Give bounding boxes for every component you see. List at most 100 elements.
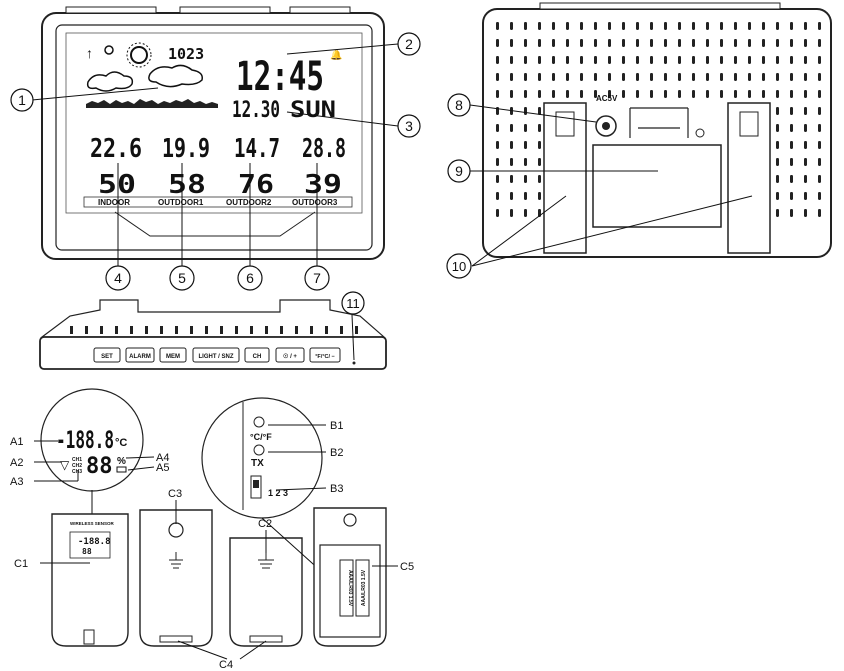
bottom-slot: [265, 326, 268, 334]
vent-hole: [734, 73, 737, 81]
button-ch[interactable]: CH: [244, 347, 270, 363]
callout-8: [447, 93, 471, 117]
vent-hole: [496, 175, 499, 183]
vent-hole: [636, 56, 639, 64]
vent-hole: [804, 39, 807, 47]
bottom-slot: [130, 326, 133, 334]
vent-hole: [552, 39, 555, 47]
vent-hole: [818, 124, 821, 132]
zone-hum: 76: [238, 170, 274, 200]
weekday-display: SUN: [290, 98, 336, 123]
vent-hole: [664, 22, 667, 30]
vent-hole: [524, 124, 527, 132]
vent-hole: [818, 39, 821, 47]
vent-hole: [538, 175, 541, 183]
zone-hum: 58: [168, 170, 206, 200]
vent-hole: [650, 22, 653, 30]
button-plus[interactable]: ☉ / +: [275, 347, 305, 363]
vent-hole: [776, 73, 779, 81]
svg-text:10: 10: [452, 259, 466, 274]
unit-button[interactable]: [253, 416, 265, 428]
zone-label-indoor: INDOOR: [98, 198, 130, 207]
vent-hole: [538, 192, 541, 200]
vent-hole: [496, 158, 499, 166]
vent-hole: [776, 90, 779, 98]
svg-text:°F/°C/ −: °F/°C/ −: [315, 354, 335, 360]
cloud-icon: [148, 64, 204, 88]
vent-hole: [664, 73, 667, 81]
button-alarm[interactable]: ALARM: [125, 347, 155, 363]
vent-hole: [748, 90, 751, 98]
vent-hole: [496, 39, 499, 47]
pressure-value: 1023: [168, 45, 204, 63]
vent-hole: [790, 90, 793, 98]
vent-hole: [538, 22, 541, 30]
vent-hole: [790, 107, 793, 115]
vent-hole: [734, 56, 737, 64]
vent-hole: [510, 90, 513, 98]
callout-9: [447, 159, 471, 183]
vent-hole: [804, 124, 807, 132]
vent-hole: [496, 22, 499, 30]
vent-hole: [538, 56, 541, 64]
vent-hole: [580, 90, 583, 98]
button-light-snz[interactable]: LIGHT / SNZ: [192, 347, 240, 363]
bottom-slot: [250, 326, 253, 334]
time-display: 12:45: [236, 54, 324, 100]
vent-hole: [706, 39, 709, 47]
snow-icon: [104, 45, 114, 55]
button-unit-minus[interactable]: °F/°C/ −: [309, 347, 341, 363]
vent-hole: [664, 56, 667, 64]
stand-right: [727, 102, 771, 254]
svg-text:CH2: CH2: [72, 463, 82, 469]
vent-hole: [818, 158, 821, 166]
vent-hole: [678, 39, 681, 47]
vent-hole: [790, 175, 793, 183]
bottom-slot: [145, 326, 148, 334]
vent-hole: [580, 73, 583, 81]
svg-text:1: 1: [18, 92, 26, 108]
svg-text:%: %: [117, 456, 126, 467]
callout-5: [169, 265, 195, 291]
tx-button[interactable]: [253, 444, 265, 456]
vent-hole: [580, 56, 583, 64]
svg-text:SET: SET: [101, 354, 113, 360]
bottom-slot: [340, 326, 343, 334]
callout-7: [304, 265, 330, 291]
vent-hole: [552, 73, 555, 81]
vent-hole: [720, 90, 723, 98]
zone-outdoor2: 14.7 76: [234, 134, 280, 200]
vent-hole: [496, 90, 499, 98]
battery-1: [339, 559, 354, 617]
bottom-slot: [355, 326, 358, 334]
vent-hole: [776, 192, 779, 200]
sensor-temp: -188.8: [56, 426, 114, 454]
vent-hole: [608, 22, 611, 30]
vent-hole: [678, 22, 681, 30]
vent-hole: [538, 107, 541, 115]
callout-6: [237, 265, 263, 291]
vent-hole: [804, 192, 807, 200]
vent-hole: [706, 56, 709, 64]
svg-text:CH3: CH3: [72, 469, 82, 475]
svg-text:-188.8: -188.8: [78, 537, 111, 547]
vent-hole: [804, 141, 807, 149]
bottom-slot: [235, 326, 238, 334]
vent-hole: [790, 158, 793, 166]
button-set[interactable]: SET: [93, 347, 121, 363]
svg-text:☉ / +: ☉ / +: [283, 353, 297, 360]
vent-hole: [566, 90, 569, 98]
bottom-slot: [115, 326, 118, 334]
zone-hum: 50: [98, 170, 136, 200]
vent-hole: [524, 22, 527, 30]
sensor-back-door: C2: [229, 518, 303, 647]
vent-hole: [678, 73, 681, 81]
zone-temp: 14.7: [234, 134, 280, 164]
svg-text:MEM: MEM: [166, 354, 180, 360]
button-mem[interactable]: MEM: [159, 347, 187, 363]
battery-2: [355, 559, 370, 617]
vent-hole: [566, 39, 569, 47]
zone-outdoor3: 28.8 39: [302, 134, 346, 200]
bottom-slot: [190, 326, 193, 334]
